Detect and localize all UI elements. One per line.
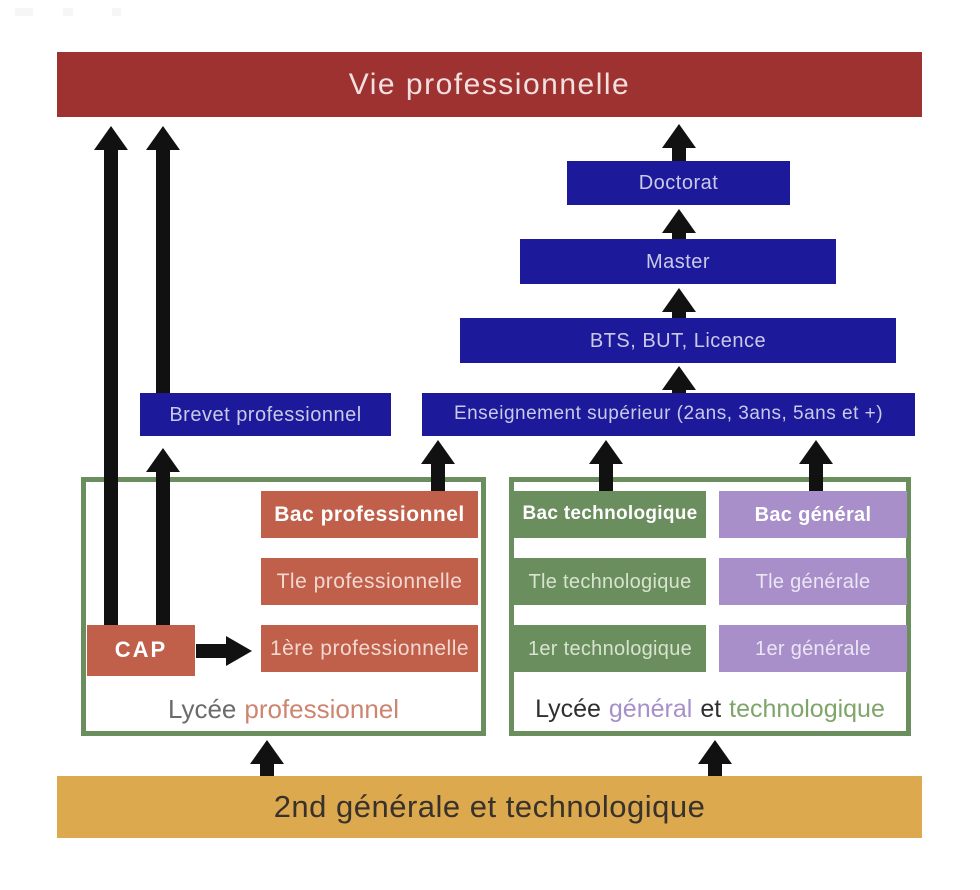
arrow-bacgeneral-to-enseignement xyxy=(799,440,833,491)
lycee-general-technologique-caption: Lycée général et technologique xyxy=(512,688,908,730)
arrow-shaft xyxy=(672,231,686,239)
bac-technologique-box: Bac technologique xyxy=(514,491,706,538)
arrow-shaft xyxy=(708,762,722,776)
arrow-head-icon xyxy=(799,440,833,464)
arrow-shaft xyxy=(196,644,228,658)
arrow-cap-to-vie-professionnelle xyxy=(94,126,128,625)
arrow-head-icon xyxy=(662,366,696,390)
arrow-head-icon xyxy=(226,636,252,666)
lycee-professionnel-caption: Lycée professionnel xyxy=(86,688,481,730)
arrow-master-to-doctorat xyxy=(662,209,696,239)
arrow-head-icon xyxy=(146,448,180,472)
premiere-technologique-box: 1er technologique xyxy=(514,625,706,672)
tle-generale-box: Tle générale xyxy=(719,558,907,605)
arrow-bacpro-to-enseignement xyxy=(421,440,455,491)
arrow-shaft xyxy=(672,388,686,393)
arrow-head-icon xyxy=(146,126,180,150)
arrow-seconde-to-lycee-professionnel xyxy=(250,740,284,776)
arrow-head-icon xyxy=(250,740,284,764)
arrow-head-icon xyxy=(94,126,128,150)
arrow-cap-to-premiere-professionnelle xyxy=(196,636,252,666)
arrow-bts-to-master xyxy=(662,288,696,318)
arrow-shaft xyxy=(809,462,823,491)
tle-professionnelle-box: Tle professionnelle xyxy=(261,558,478,605)
arrow-head-icon xyxy=(662,288,696,312)
bts-but-licence-box: BTS, BUT, Licence xyxy=(460,318,896,363)
watermark-mark xyxy=(112,8,121,16)
premiere-generale-box: 1er générale xyxy=(719,625,907,672)
watermark-mark xyxy=(15,8,33,16)
arrow-shaft xyxy=(672,146,686,161)
caption-technologique-label: technologique xyxy=(729,694,885,723)
bac-general-box: Bac général xyxy=(719,491,907,538)
doctorat-box: Doctorat xyxy=(567,161,790,205)
arrow-head-icon xyxy=(421,440,455,464)
cap-box: CAP xyxy=(87,625,195,676)
arrow-shaft xyxy=(599,462,613,491)
arrow-shaft xyxy=(431,462,445,491)
arrow-head-icon xyxy=(662,124,696,148)
caption-general-label: général xyxy=(608,694,693,723)
arrow-shaft xyxy=(104,148,118,625)
bac-professionnel-box: Bac professionnel xyxy=(261,491,478,538)
caption-professionnel-label: professionnel xyxy=(244,693,400,724)
arrow-doctorat-to-vie-professionnelle xyxy=(662,124,696,161)
arrow-shaft xyxy=(260,762,274,776)
arrow-cap-to-brevet xyxy=(146,448,180,625)
arrow-bactechno-to-enseignement xyxy=(589,440,623,491)
arrow-shaft xyxy=(156,470,170,625)
brevet-professionnel-box: Brevet professionnel xyxy=(140,393,391,436)
arrow-brevet-to-vie-professionnelle xyxy=(146,126,180,393)
arrow-head-icon xyxy=(698,740,732,764)
caption-et-label: et xyxy=(700,694,722,723)
premiere-professionnelle-box: 1ère professionnelle xyxy=(261,625,478,672)
tle-technologique-box: Tle technologique xyxy=(514,558,706,605)
arrow-shaft xyxy=(156,148,170,393)
seconde-banner: 2nd générale et technologique xyxy=(57,776,922,838)
master-box: Master xyxy=(520,239,836,284)
arrow-shaft xyxy=(672,310,686,318)
arrow-head-icon xyxy=(662,209,696,233)
caption-lycee-label: Lycée xyxy=(535,694,601,723)
arrow-head-icon xyxy=(589,440,623,464)
enseignement-superieur-box: Enseignement supérieur (2ans, 3ans, 5ans… xyxy=(422,393,915,436)
vie-professionnelle-banner: Vie professionnelle xyxy=(57,52,922,117)
arrow-enseignement-to-bts xyxy=(662,366,696,393)
caption-lycee-label: Lycée xyxy=(167,693,237,724)
arrow-seconde-to-lycee-general xyxy=(698,740,732,776)
watermark-mark xyxy=(63,8,73,16)
